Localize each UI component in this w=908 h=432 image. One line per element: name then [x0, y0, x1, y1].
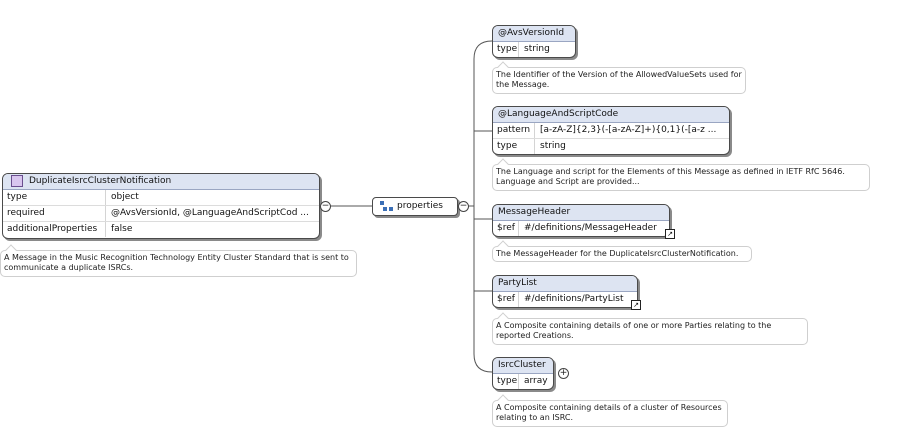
property-row-value: #/definitions/PartyList: [524, 294, 624, 304]
property-row-key: pattern: [493, 123, 535, 138]
isrc-cluster-expand-toggle[interactable]: +: [558, 368, 569, 379]
root-node-title: DuplicateIsrcClusterNotification: [29, 176, 172, 186]
properties-icon: [379, 200, 393, 212]
properties-node[interactable]: properties: [372, 197, 458, 216]
properties-label: properties: [397, 201, 443, 211]
property-node-message-header[interactable]: MessageHeader $ref #/definitions/MessageH…: [492, 204, 670, 237]
property-description: The MessageHeader for the DuplicateIsrcC…: [492, 246, 752, 262]
property-row: type string: [493, 139, 729, 154]
reference-link-icon[interactable]: ↗: [631, 300, 641, 310]
property-row-value: string: [540, 141, 566, 151]
property-node-title: @LanguageAndScriptCode: [493, 107, 729, 123]
root-row-key: type: [3, 190, 106, 205]
property-row: $ref #/definitions/PartyList: [493, 292, 637, 307]
property-description: The Identifier of the Version of the All…: [492, 67, 746, 94]
property-row: type string: [493, 42, 575, 57]
property-row-value: string: [524, 44, 550, 54]
root-row-value: object: [111, 192, 139, 202]
root-node-header: DuplicateIsrcClusterNotification: [3, 174, 319, 190]
property-row-value: [a-zA-Z]{2,3}(-[a-zA-Z]+){0,1}(-[a-z ...: [540, 125, 717, 135]
root-collapse-toggle[interactable]: −: [320, 201, 331, 212]
property-node-party-list[interactable]: PartyList $ref #/definitions/PartyList: [492, 275, 638, 308]
property-node-title: @AvsVersionId: [493, 26, 575, 42]
object-icon: [11, 174, 23, 187]
property-description: A Composite containing details of a clus…: [492, 400, 728, 427]
root-row-value: @AvsVersionId, @LanguageAndScriptCod ...: [111, 208, 309, 218]
property-description: The Language and script for the Elements…: [492, 164, 870, 191]
property-node-title: IsrcCluster: [493, 358, 553, 374]
property-row-key: type: [493, 42, 519, 57]
property-row-key: $ref: [493, 292, 519, 307]
property-row-key: type: [493, 374, 519, 389]
root-row-required: required @AvsVersionId, @LanguageAndScrip…: [3, 206, 319, 222]
property-node-title: PartyList: [493, 276, 637, 292]
property-row: pattern [a-zA-Z]{2,3}(-[a-zA-Z]+){0,1}(-[…: [493, 123, 729, 139]
root-description: A Message in the Music Recognition Techn…: [0, 250, 357, 277]
root-row-key: required: [3, 206, 106, 221]
root-row-additional-properties: additionalProperties false: [3, 222, 319, 237]
property-row: type array: [493, 374, 553, 389]
property-node-language-and-script-code[interactable]: @LanguageAndScriptCode pattern [a-zA-Z]{2…: [492, 106, 730, 155]
root-row-key: additionalProperties: [3, 222, 106, 237]
property-node-avs-version-id[interactable]: @AvsVersionId type string: [492, 25, 576, 58]
property-row-key: $ref: [493, 221, 519, 236]
property-row-value: array: [524, 376, 548, 386]
root-row-type: type object: [3, 190, 319, 206]
property-description: A Composite containing details of one or…: [492, 318, 808, 345]
property-row-key: type: [493, 139, 535, 154]
property-node-title: MessageHeader: [493, 205, 669, 221]
property-node-isrc-cluster[interactable]: IsrcCluster type array: [492, 357, 554, 390]
property-row: $ref #/definitions/MessageHeader: [493, 221, 669, 236]
reference-link-icon[interactable]: ↗: [665, 229, 675, 239]
property-row-value: #/definitions/MessageHeader: [524, 223, 657, 233]
properties-collapse-toggle[interactable]: −: [458, 201, 469, 212]
root-row-value: false: [111, 224, 133, 234]
